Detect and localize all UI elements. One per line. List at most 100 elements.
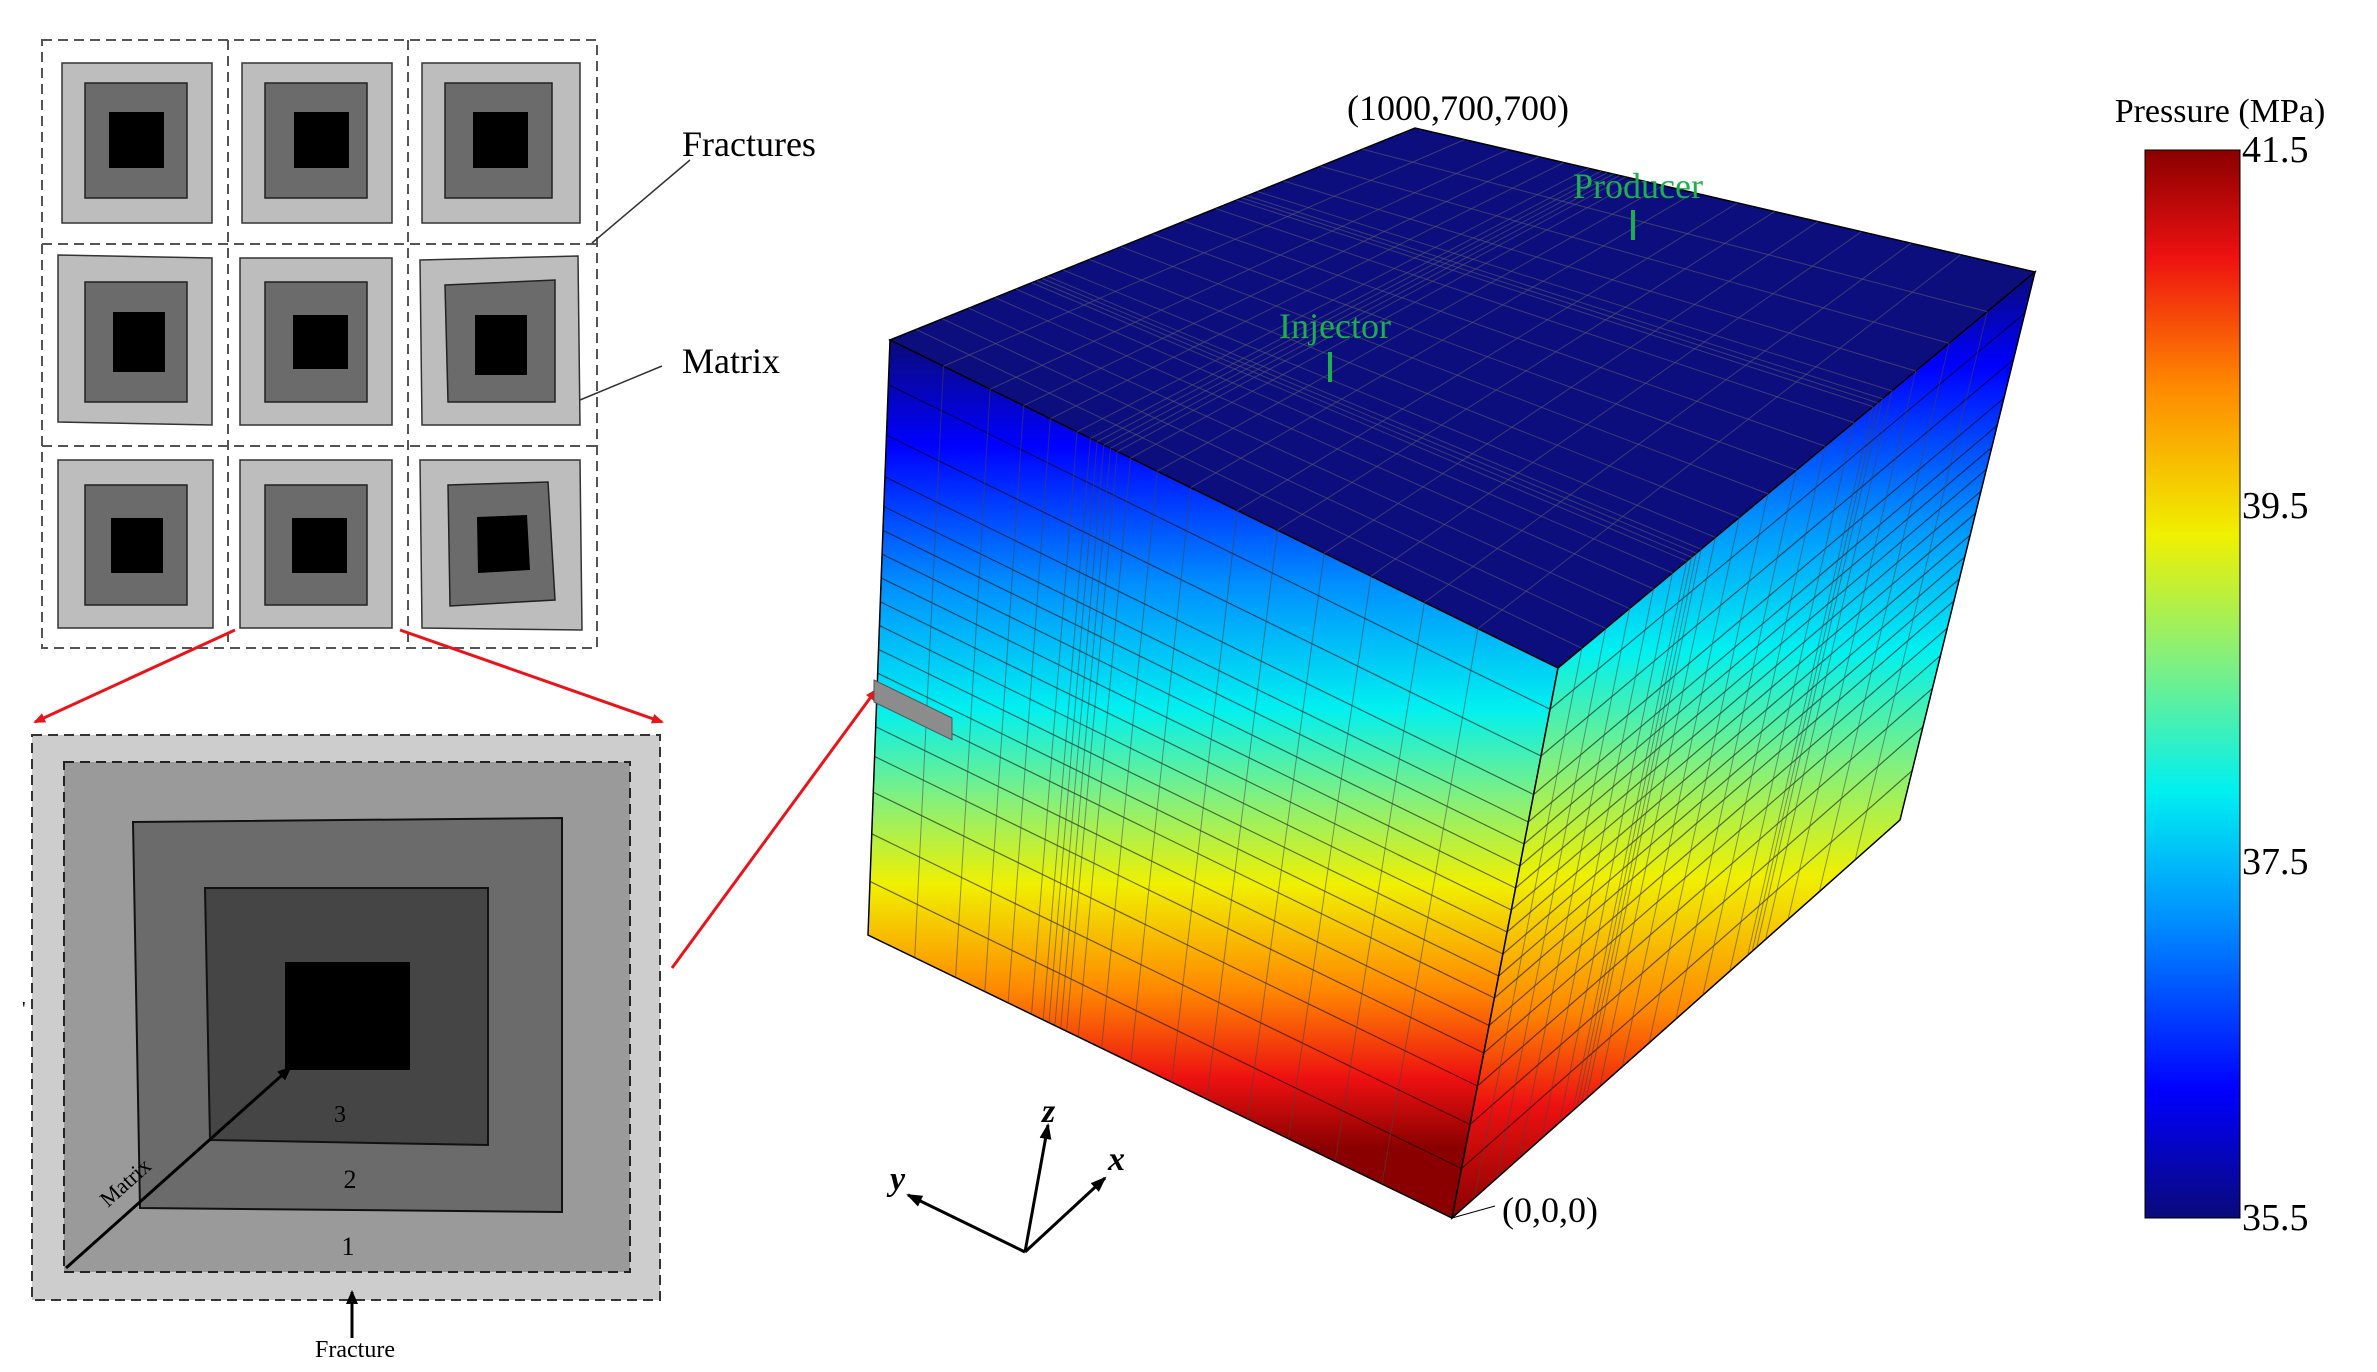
mesh-line [1077, 458, 1131, 1037]
mesh-line [880, 577, 1516, 889]
mesh-line [1183, 220, 1826, 447]
mesh-line [1007, 418, 1051, 1003]
mesh-line [1581, 553, 1697, 1103]
colorbar-tick-label: 35.5 [2242, 1197, 2309, 1239]
fracture-label: Fracture [315, 1337, 395, 1363]
mesh-line [1362, 148, 1988, 313]
mesh-line [1241, 197, 1878, 404]
grid-outline [41, 39, 598, 649]
matrix-arrow [65, 1066, 292, 1270]
colorbar-tick-label: 39.5 [2242, 485, 2309, 527]
mesh-line [1541, 588, 1654, 1139]
matrix-block-7 [57, 459, 214, 629]
mesh-line [1152, 233, 1797, 471]
producer-label: Producer [1573, 166, 1703, 206]
mesh-line [942, 318, 1606, 629]
mesh-line [1381, 628, 1479, 1185]
mesh-line [1751, 402, 1879, 952]
mesh-line [877, 672, 1499, 977]
mesh-line [1320, 165, 1950, 344]
mesh-line [1559, 572, 1673, 1123]
mesh-line [994, 297, 1654, 590]
mesh-line [1247, 553, 1325, 1120]
mesh-line [914, 366, 944, 958]
mesh-line [879, 625, 1508, 933]
mesh-line [1171, 510, 1238, 1083]
mesh-line [1236, 199, 1873, 408]
colorbar-title: Pressure (MPa) [2115, 93, 2326, 130]
top-corner-coordinates: (1000,700,700) [1347, 88, 1569, 128]
mesh-line [1036, 280, 1692, 558]
injector-label: Injector [1279, 306, 1391, 346]
mesh-line [888, 384, 1551, 710]
pressure-colorbar: Pressure (MPa) 41.539.537.535.5 [2115, 93, 2326, 1239]
axis-triad: y z x [886, 1093, 1125, 1254]
mesh-line [1702, 446, 1826, 996]
mesh-line [1675, 469, 1797, 1020]
mesh-line [1473, 648, 1583, 1199]
mesh-line [1063, 269, 1716, 538]
mesh-line [1621, 517, 1740, 1067]
mesh-line [1765, 390, 1893, 940]
highlighted-cell [873, 679, 953, 741]
mesh-line [880, 601, 1512, 911]
mesh-line [1257, 191, 1893, 392]
mesh-line [1042, 278, 1697, 554]
origin-coordinates: (0,0,0) [1502, 1190, 1598, 1230]
mesh-line [1729, 422, 1855, 972]
matrix-core [285, 962, 410, 1070]
mesh-line [1060, 448, 1111, 1029]
mesh-line [871, 833, 1471, 1126]
zoom-arrow-left [33, 628, 236, 724]
mesh-line [876, 696, 1495, 999]
mesh-line [883, 506, 1529, 823]
cube-mesh [869, 139, 2026, 1199]
mesh-line [1576, 557, 1693, 1107]
matrix-block-5 [239, 257, 393, 426]
mesh-line [1854, 311, 1988, 860]
mesh-line [1215, 208, 1854, 423]
mesh-line [1206, 530, 1278, 1100]
y-axis-label: y [886, 1161, 906, 1198]
mesh-line [1015, 288, 1673, 574]
colorbar-ticks: 41.539.537.535.5 [2242, 129, 2309, 1239]
mesh-line [869, 880, 1462, 1170]
zoom-arrow-to-cube [670, 688, 878, 969]
colorbar-tick-label: 41.5 [2242, 129, 2309, 171]
mesh-line [1066, 451, 1118, 1032]
matrix-block-6 [419, 255, 581, 426]
matrix-leader [579, 365, 663, 401]
reservoir-cube: Injector Producer (1000,700,700) (0,0,0) [867, 88, 2037, 1230]
mesh-line [984, 405, 1025, 992]
matrix-block-1 [61, 62, 213, 224]
level-1-label: 1 [342, 1232, 355, 1261]
mesh-line [916, 328, 1583, 649]
colorbar-gradient [2144, 149, 2241, 1219]
level-3-label: 3 [334, 1102, 346, 1128]
mesh-line [1585, 549, 1702, 1099]
z-axis-label: z [1041, 1093, 1056, 1130]
grid-diagram: Fractures Matrix [41, 39, 816, 649]
mesh-line [955, 389, 991, 978]
mesh-line [1101, 471, 1158, 1049]
mesh-line [1246, 195, 1883, 400]
mesh-line [1334, 602, 1425, 1162]
mesh-line [1496, 628, 1607, 1179]
matrix-block-4 [57, 254, 213, 426]
fractures-label: Fractures [682, 124, 816, 164]
zoom-arrow-right [399, 628, 664, 724]
mesh-line [1042, 438, 1091, 1020]
matrix-block-9 [419, 459, 583, 631]
mesh-line [1031, 431, 1078, 1015]
mesh-line [1747, 406, 1874, 956]
mesh-line [884, 476, 1534, 796]
mesh-line [968, 307, 1630, 610]
z-axis-arrow [1023, 1123, 1052, 1253]
mesh-line [874, 755, 1485, 1054]
mesh-line [882, 529, 1525, 845]
mesh-line [1518, 608, 1631, 1159]
y-axis-arrow [906, 1193, 1026, 1254]
mesh-line [1031, 282, 1687, 562]
mesh-line [1599, 537, 1716, 1087]
